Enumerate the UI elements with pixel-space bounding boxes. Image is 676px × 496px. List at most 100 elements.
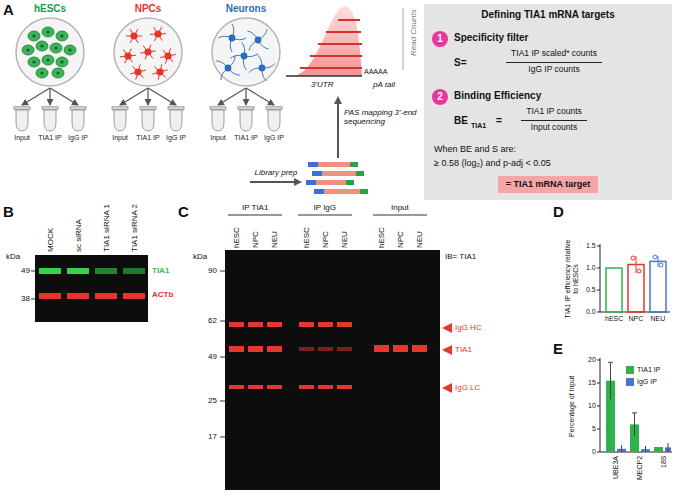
- connector-arrow: [120, 88, 148, 105]
- category-label: NEU: [651, 315, 666, 323]
- tick-label: 10: [588, 402, 596, 410]
- bar-chart-e: [597, 358, 672, 452]
- criteria-text: ≥ 0.58 (log₂) and p-adj < 0.05: [434, 158, 551, 168]
- panel-heading: Defining TIA1 mRNA targets: [481, 9, 615, 21]
- cell-population: Neurons: [210, 2, 282, 88]
- result-box: = TIA1 mRNA target: [498, 176, 598, 193]
- step-title: Specificity filter: [454, 32, 528, 44]
- sample-tube: IgG IP: [163, 106, 189, 142]
- connector-arrow: [147, 88, 148, 105]
- bar-chart-d: [597, 244, 670, 312]
- region-label: pA tail: [373, 80, 395, 89]
- unit-label: kDa: [193, 252, 207, 261]
- fraction-bar: [506, 62, 602, 63]
- formula-term: S=: [454, 57, 467, 69]
- sample-tube: IgG IP: [261, 106, 287, 142]
- tick-label: 0.5: [586, 286, 596, 294]
- category-label: MECP2: [636, 456, 644, 480]
- marker-size: 38: [21, 294, 30, 303]
- panel-letter: B: [3, 203, 14, 220]
- connector-arrow: [49, 88, 50, 105]
- tick-label: 0: [592, 448, 596, 456]
- tube-icon: [37, 106, 63, 132]
- connector-arrow: [22, 88, 50, 105]
- lane-label: hESC: [377, 227, 386, 248]
- step-number: 1: [432, 31, 448, 47]
- tube-icon: [205, 106, 231, 132]
- panel-letter: D: [553, 203, 564, 220]
- lane-label: MOCK: [46, 228, 55, 252]
- lane-label: NPC: [396, 231, 405, 248]
- legend-swatch: [626, 378, 634, 386]
- cell-circle: [210, 16, 282, 88]
- legend-text: TIA1 IP: [637, 365, 660, 375]
- axis-title: TIA1 IP efficiency relative to hESCs: [564, 239, 580, 319]
- sample-tube: Input: [107, 106, 133, 142]
- tube-label: TIA1 IP: [233, 134, 259, 142]
- tick-label: 20: [588, 356, 596, 364]
- fraction-denominator: Input counts: [531, 123, 577, 133]
- step-number-text: 1: [432, 31, 448, 47]
- category-label: NPC: [629, 315, 644, 323]
- marker-size: 17: [208, 432, 217, 441]
- tick-label: 1.5: [586, 242, 596, 250]
- lane-label: sc siRNA: [74, 219, 83, 252]
- lane-label: NPC: [321, 231, 330, 248]
- formula-term: =: [496, 115, 502, 127]
- sample-tube: TIA1 IP: [233, 106, 259, 142]
- lane-label: TIA1 siRNA 2: [130, 204, 139, 252]
- result-text: = TIA1 mRNA target: [506, 179, 590, 190]
- fraction-numerator: TIA1 IP counts: [526, 107, 582, 117]
- tube-label: TIA1 IP: [135, 134, 161, 142]
- library-prep-arrow: [250, 181, 300, 183]
- band-label: TIA1: [455, 345, 472, 354]
- lane-label: hESC: [302, 227, 311, 248]
- cell-population: hESCs: [14, 2, 86, 88]
- tube-icon: [107, 106, 133, 132]
- tube-label: TIA1 IP: [37, 134, 63, 142]
- tube-label: Input: [205, 134, 231, 142]
- tick-label: 0.0: [586, 308, 596, 316]
- category-label: UBE3A: [612, 456, 620, 479]
- connector-arrow: [245, 88, 246, 105]
- fraction-numerator: TIA1 IP scaled* counts: [511, 49, 597, 59]
- band-label: IgG HC: [455, 323, 482, 332]
- population-label: NPCs: [112, 2, 184, 16]
- connector-arrow: [218, 88, 246, 105]
- category-label: hESC: [605, 315, 623, 323]
- sample-tube: TIA1 IP: [37, 106, 63, 142]
- step-label: PAS mapping 3'-end sequencing: [344, 108, 418, 126]
- step-label: Library prep: [255, 168, 298, 177]
- band-label: ACTb: [152, 290, 173, 299]
- legend-text: IgG IP: [637, 377, 657, 387]
- axis-label: Read Counts: [409, 9, 418, 56]
- lane-label: NEU: [270, 231, 279, 248]
- legend-swatch: [626, 366, 634, 374]
- panel-letter: C: [178, 203, 189, 220]
- fraction-denominator: IgG IP counts: [528, 65, 579, 75]
- cell-circle: [14, 16, 86, 88]
- category-label: 18S: [660, 456, 668, 468]
- lane-label: NEU: [340, 231, 349, 248]
- region-label: 3'UTR: [311, 80, 333, 89]
- tick-label: 15: [588, 379, 596, 387]
- marker-size: 62: [208, 316, 217, 325]
- population-label: hESCs: [14, 2, 86, 16]
- antibody-label: IB= TIA1: [445, 252, 476, 261]
- read-peak: [286, 6, 403, 76]
- sample-tube: Input: [9, 106, 35, 142]
- poly-a-sequence: AAAAA: [364, 68, 387, 76]
- tube-icon: [261, 106, 287, 132]
- marker-size: 90: [208, 266, 217, 275]
- band-label: TIA1: [152, 266, 169, 275]
- fraction-bar: [521, 120, 587, 121]
- step-title: Binding Efficiency: [454, 90, 541, 102]
- tube-icon: [163, 106, 189, 132]
- tube-label: IgG IP: [65, 134, 91, 142]
- marker-size: 25: [208, 396, 217, 405]
- population-label: Neurons: [210, 2, 282, 16]
- lane-label: TIA1 siRNA 1: [102, 204, 111, 252]
- panel-letter: A: [3, 1, 14, 18]
- lane-label: NPC: [251, 231, 260, 248]
